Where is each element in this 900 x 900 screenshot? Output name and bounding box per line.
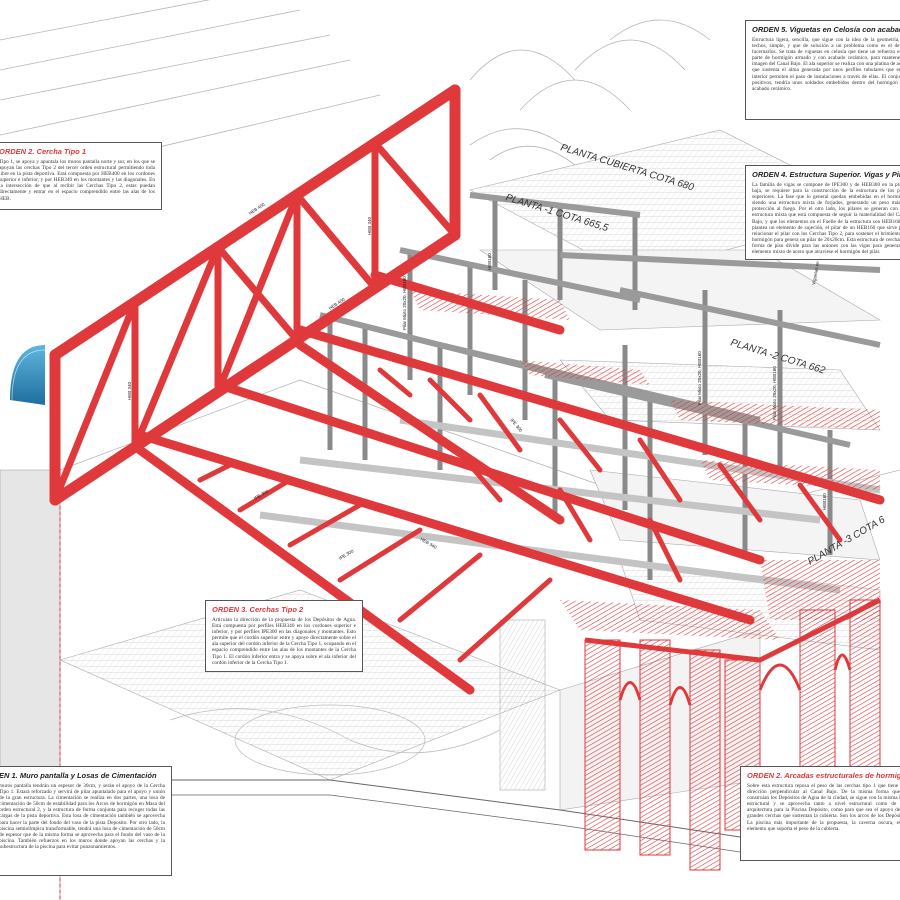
annotation-title: Cercha Tipo 1 xyxy=(36,147,86,156)
member-label-heb160-b: HEB160 xyxy=(822,493,827,510)
annotation-number: ORDEN 2. xyxy=(747,771,783,780)
pool-section xyxy=(10,345,46,405)
annotation-title: Viguetas en Celosía con acabado c xyxy=(789,25,900,34)
annotation-title: Estructura Superior. Vigas y Pilares xyxy=(789,170,900,179)
member-label-pilar-a: Pilar Mixto 20x20, HEB160 xyxy=(402,276,407,330)
annotation-number: EN 1. xyxy=(0,771,18,780)
annotation-number: ORDEN 3. xyxy=(212,605,248,614)
annotation-number: ORDEN 4. xyxy=(752,170,788,179)
annotation-text: La familia de vigas se compone de IPE300… xyxy=(752,182,900,256)
annotation-arcadas: ORDEN 2. Arcadas estructurales de hormig… xyxy=(740,766,900,861)
annotation-title: Muro pantalla y Losas de Cimentación xyxy=(19,771,157,780)
annotation-number: ORDEN 2. xyxy=(0,147,35,156)
annotation-number: ORDEN 5. xyxy=(752,25,788,34)
member-label-heb340-a: HEB 340 xyxy=(127,381,132,400)
concrete-arcades xyxy=(584,597,882,871)
annotation-text: Sobre esta estructura reposa el peso de … xyxy=(747,783,900,832)
annotation-text: muros pantalla tendrán un espesor de 30c… xyxy=(0,783,165,850)
member-label-heb160-a: HEB160 xyxy=(487,253,492,270)
annotation-orden-3: ORDEN 3. Cerchas Tipo 2 Articulan la dir… xyxy=(205,600,363,672)
annotation-title: Arcadas estructurales de hormigón xyxy=(784,771,900,780)
cercha-tipo-1 xyxy=(49,84,461,506)
member-label-pilar-b: Pilar Mixto 20x20, HEB160 xyxy=(697,351,702,405)
member-label-heb340-b: HEB 340 xyxy=(367,216,372,235)
annotation-orden-5: ORDEN 5. Viguetas en Celosía con acabado… xyxy=(745,20,900,120)
annotation-text: Articulan la dirección de la propuesta d… xyxy=(212,617,356,666)
annotation-orden-4: ORDEN 4. Estructura Superior. Vigas y Pi… xyxy=(745,165,900,260)
member-label-ipe300-c: IPE 300 xyxy=(509,417,523,433)
annotation-orden-1: EN 1. Muro pantalla y Losas de Cimentaci… xyxy=(0,766,172,876)
cerchas-tipo-2 xyxy=(59,270,885,900)
member-label-ipe300-b: IPE 300 xyxy=(338,548,355,561)
annotation-cercha-tipo-1: ORDEN 2. Cercha Tipo 1 Tipo 1, se apoya … xyxy=(0,142,162,210)
member-label-viguetas: Viguetas en Celosía xyxy=(811,244,823,285)
member-label-pilar-c: Pilar Mixto 20x20, HEB160 xyxy=(772,366,777,420)
annotation-text: Estructura ligera, sencilla, que sigue c… xyxy=(752,37,900,92)
annotation-title: Cerchas Tipo 2 xyxy=(249,605,304,614)
annotation-text: Tipo 1, se apoya y apuntala los muros pa… xyxy=(0,159,155,202)
